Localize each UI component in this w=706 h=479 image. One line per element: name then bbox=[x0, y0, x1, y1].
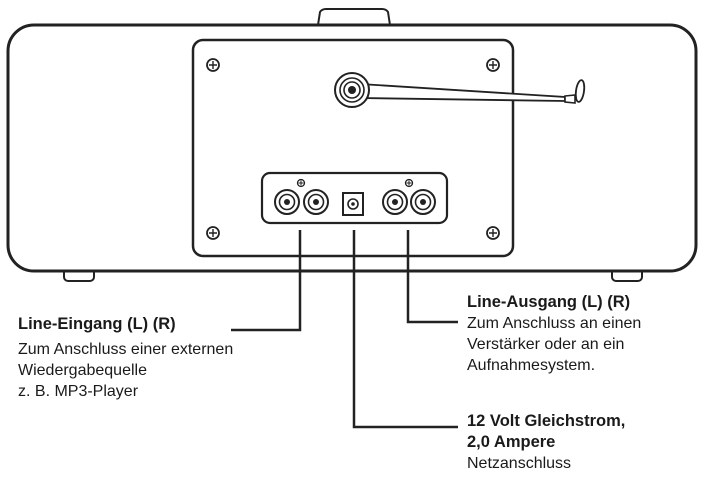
line-in-desc-2: Wiedergabequelle bbox=[18, 362, 147, 379]
line-out-desc-1: Zum Anschluss an einen bbox=[467, 315, 642, 332]
mark-icon bbox=[404, 178, 414, 188]
screw-icon bbox=[486, 226, 500, 240]
leader-line-power bbox=[352, 230, 458, 429]
dc-socket-icon bbox=[342, 192, 364, 216]
power-title-1: 12 Volt Gleichstrom, bbox=[467, 412, 626, 430]
rca-jack-icon bbox=[303, 189, 329, 215]
mark-icon bbox=[296, 178, 306, 188]
rca-jack-icon bbox=[274, 189, 300, 215]
line-in-desc-1: Zum Anschluss einer externen bbox=[18, 341, 234, 358]
top-knob bbox=[317, 8, 391, 26]
power-label: 12 Volt Gleichstrom, 2,0 Ampere Netzansc… bbox=[467, 411, 625, 474]
line-in-label: Line-Eingang (L) (R) Zum Anschluss einer… bbox=[18, 314, 233, 402]
screw-icon bbox=[206, 226, 220, 240]
line-out-desc-2: Verstärker oder an ein bbox=[467, 336, 625, 353]
leader-line-out bbox=[406, 230, 458, 324]
rca-jack-icon bbox=[410, 189, 436, 215]
line-out-desc-3: Aufnahmesystem. bbox=[467, 357, 596, 374]
screw-icon bbox=[206, 58, 220, 72]
screw-icon bbox=[486, 58, 500, 72]
line-out-label: Line-Ausgang (L) (R) Zum Anschluss an ei… bbox=[467, 292, 641, 376]
power-desc-1: Netzanschluss bbox=[467, 455, 572, 472]
power-title-2: 2,0 Ampere bbox=[467, 433, 556, 451]
leader-line-in bbox=[231, 230, 302, 332]
line-in-desc-3: z. B. MP3-Player bbox=[18, 383, 139, 400]
line-in-title: Line-Eingang (L) (R) bbox=[18, 315, 176, 333]
antenna-icon bbox=[334, 72, 586, 108]
line-out-title: Line-Ausgang (L) (R) bbox=[467, 293, 631, 311]
rca-jack-icon bbox=[382, 189, 408, 215]
